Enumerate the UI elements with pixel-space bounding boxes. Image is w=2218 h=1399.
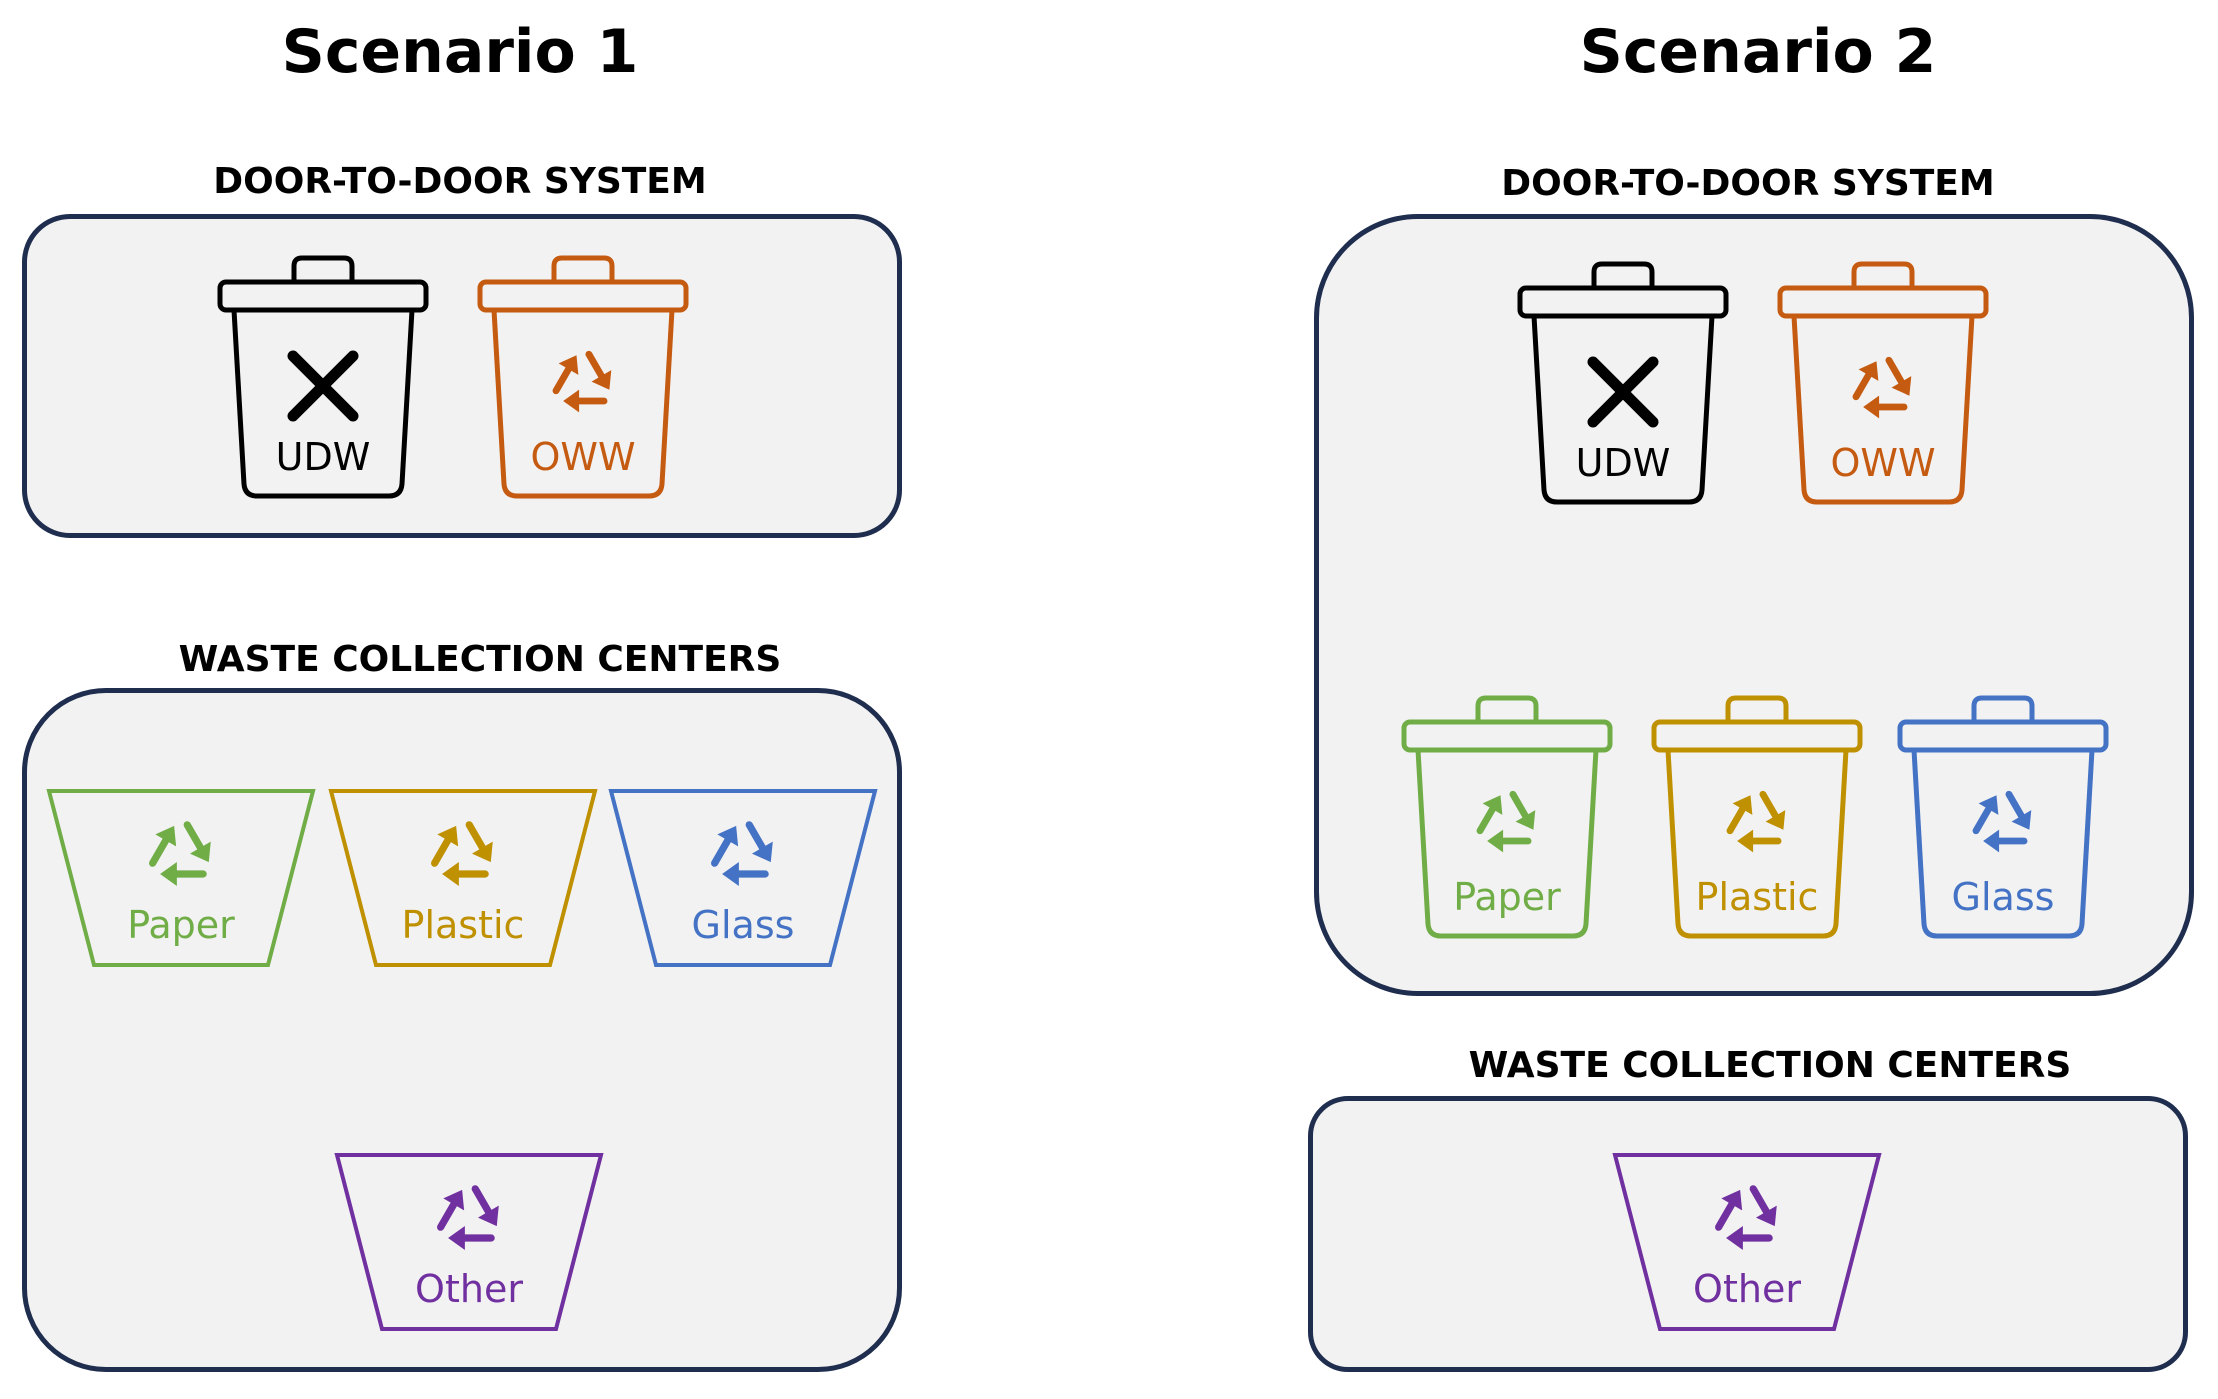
recycle-icon — [552, 350, 612, 413]
scenario-2-bin-paper: Paper — [1400, 694, 1614, 940]
bin-icon — [1897, 695, 2109, 939]
scenario-2-collection-centers-panel — [1308, 1096, 2188, 1372]
scenario-2-door-to-door-panel — [1314, 214, 2194, 996]
cross-icon — [287, 350, 359, 422]
bin-label: UDW — [1575, 441, 1671, 485]
bin-icon — [1401, 695, 1613, 939]
container-label: Other — [1693, 1267, 1801, 1311]
container-icon — [608, 789, 878, 967]
container-label: Plastic — [401, 903, 525, 947]
container-label: Glass — [691, 903, 795, 947]
recycle-icon — [148, 821, 211, 886]
scenario-2-bin-udw: UDW — [1516, 260, 1730, 506]
bin-icon — [1651, 695, 1863, 939]
scenario-1-container-glass: Glass — [608, 788, 878, 968]
scenario-1-bin-oww: OWW — [476, 254, 690, 500]
bin-icon — [1517, 261, 1729, 505]
scenario-1-bin-udw: UDW — [216, 254, 430, 500]
scenario-2-door-to-door-label: DOOR-TO-DOOR SYSTEM — [1501, 163, 1995, 204]
container-icon — [328, 789, 598, 967]
scenario-1-container-plastic: Plastic — [328, 788, 598, 968]
scenario-2-bin-plastic: Plastic — [1650, 694, 1864, 940]
recycle-icon — [710, 821, 773, 886]
scenario-2-bin-glass: Glass — [1896, 694, 2110, 940]
bin-icon — [217, 255, 429, 499]
scenario-2-title: Scenario 2 — [1579, 17, 1937, 87]
scenario-2-bin-oww: OWW — [1776, 260, 1990, 506]
container-icon — [334, 1153, 604, 1331]
container-icon — [46, 789, 316, 967]
recycle-icon — [430, 821, 493, 886]
scenario-2-container-other: Other — [1612, 1152, 1882, 1332]
bin-icon — [1777, 261, 1989, 505]
bin-label: OWW — [530, 435, 636, 479]
scenario-1-container-other: Other — [334, 1152, 604, 1332]
container-label: Other — [415, 1267, 523, 1311]
bin-label: UDW — [275, 435, 371, 479]
bin-icon — [477, 255, 689, 499]
recycle-icon — [1972, 790, 2032, 853]
container-icon — [1612, 1153, 1882, 1331]
recycle-icon — [1714, 1185, 1777, 1250]
bin-label: Paper — [1453, 875, 1561, 919]
bin-label: OWW — [1830, 441, 1936, 485]
recycle-icon — [1852, 356, 1912, 419]
scenario-1-collection-centers-panel — [22, 688, 902, 1372]
container-label: Paper — [127, 903, 235, 947]
scenario-1-container-paper: Paper — [46, 788, 316, 968]
scenario-2-collection-centers-label: WASTE COLLECTION CENTERS — [1468, 1045, 2072, 1086]
scenario-1-collection-centers-label: WASTE COLLECTION CENTERS — [178, 639, 782, 680]
recycle-icon — [1476, 790, 1536, 853]
bin-label: Plastic — [1695, 875, 1819, 919]
recycle-icon — [436, 1185, 499, 1250]
scenario-1-door-to-door-panel — [22, 214, 902, 538]
scenario-1-title: Scenario 1 — [281, 17, 639, 87]
recycle-icon — [1726, 790, 1786, 853]
scenario-1-door-to-door-label: DOOR-TO-DOOR SYSTEM — [213, 161, 707, 202]
cross-icon — [1587, 356, 1659, 428]
bin-label: Glass — [1951, 875, 2055, 919]
